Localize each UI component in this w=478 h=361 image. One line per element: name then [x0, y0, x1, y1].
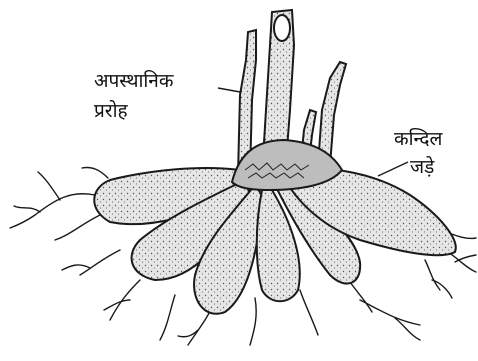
root-leader-line	[378, 162, 408, 176]
tuberous-roots-label-line1: कन्दिल	[394, 128, 442, 152]
adventitious-shoot-label-line1: अपस्थानिक	[94, 70, 173, 94]
adventitious-shoot-label-line2: प्ररोह	[94, 100, 128, 124]
shoot-center-tip	[274, 15, 290, 41]
shoot-leader-line	[218, 88, 240, 92]
tuberous-roots-label-line2: जड़े	[410, 156, 434, 180]
